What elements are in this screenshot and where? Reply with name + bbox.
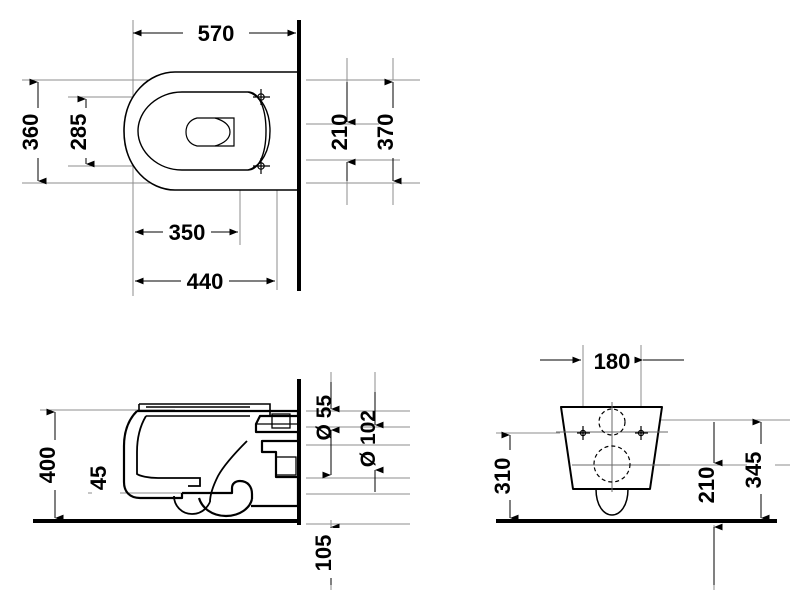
front-view-hidden-bolt-circles [593,408,631,483]
top-view: 570 360 285 350 [18,19,420,296]
dimension-210-top-label: 210 [327,114,352,151]
dimension-210-front-label: 210 [694,467,719,504]
side-view-inner-lines [136,415,248,515]
dimension-345-label: 345 [741,452,766,489]
dimension-440: 440 [135,267,275,295]
dimension-dia-102-label: Ø 102 [357,410,380,467]
dimension-370: 370 [373,78,407,185]
dimension-dia-55-label: Ø 55 [313,395,336,441]
front-view-centrelines [556,402,670,492]
dimension-285-label: 285 [66,114,91,151]
top-view-fixing-marks [253,89,270,174]
dimension-285: 285 [66,95,100,168]
dimension-210-top: 210 [327,82,356,181]
dimension-400: 400 [35,408,69,522]
dimension-dia-55: Ø 55 [313,382,340,479]
dimension-180-label: 180 [594,349,631,374]
dimension-350: 350 [135,218,238,246]
dimension-360-label: 360 [18,114,43,151]
dimension-310: 310 [490,431,524,522]
dimension-570-label: 570 [198,21,235,46]
dimension-350-label: 350 [169,220,206,245]
top-view-flush-opening [185,117,235,147]
dimension-210-front: 210 [694,422,723,585]
dimension-570: 570 [133,19,296,47]
side-view-outlet-detail [256,413,298,476]
dimension-360: 360 [18,78,52,185]
dimension-440-label: 440 [187,269,224,294]
dimension-105: 105 [311,523,345,585]
front-view-outlet [595,488,629,516]
dimension-180: 180 [540,349,684,374]
dimension-105-label: 105 [311,535,336,572]
dimension-45: 45 [86,455,120,495]
front-view-fixing-marks [577,426,648,440]
dimension-345: 345 [741,418,775,522]
side-view: 400 45 Ø 55 Ø 102 [33,372,410,590]
side-view-seat [138,403,271,417]
dimension-400-label: 400 [35,447,60,484]
dimension-45-label: 45 [86,466,111,490]
top-view-bowl-outline [123,71,298,191]
dimension-370-label: 370 [373,114,398,151]
dimension-dia-102: Ø 102 [357,392,384,492]
dimension-310-label: 310 [490,458,515,495]
front-view: 180 310 210 345 [490,345,790,590]
top-view-extension-lines [22,20,420,296]
